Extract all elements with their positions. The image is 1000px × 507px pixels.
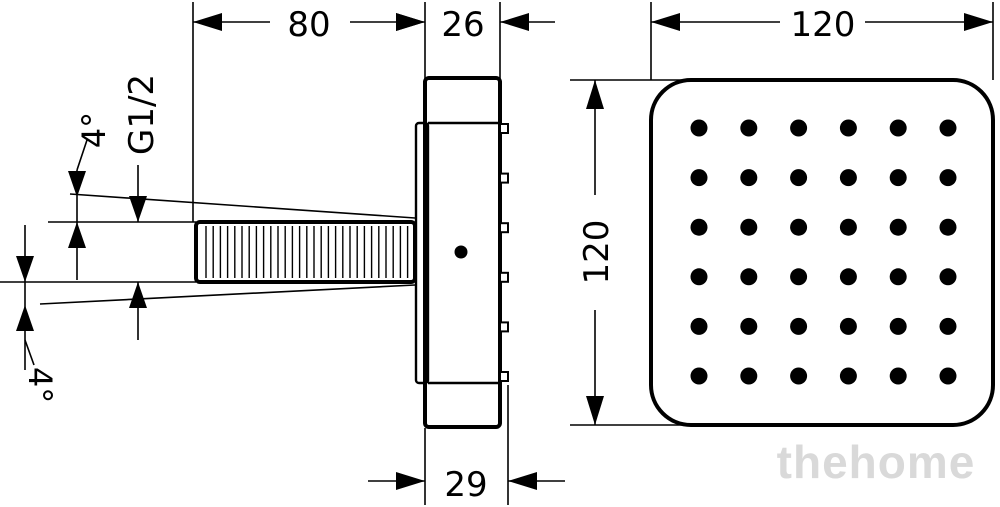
side-nozzle [499,271,509,283]
nozzle-dot [740,367,758,385]
nozzle-dot [889,367,907,385]
nozzle-dot [690,218,708,236]
side-nozzle [499,172,509,184]
nozzle-dot [939,119,957,137]
nozzle-dot [889,317,907,335]
nozzle-dot [839,367,857,385]
nozzle-dot [740,119,758,137]
nozzle-dot [690,367,708,385]
nozzle-dot [790,367,808,385]
nozzle-dot [690,169,708,187]
dimension-80-label: 80 [287,5,330,45]
dimension-26-label: 26 [441,5,484,45]
dimension-120-height-label: 120 [577,220,617,285]
angle-bottom-label: 4° [21,367,59,403]
nozzle-dot [690,317,708,335]
dimension-29: 29 [368,465,565,505]
nozzle-dot [740,169,758,187]
side-nozzle [499,123,509,134]
nozzle-dot [740,218,758,236]
nozzle-dot [889,169,907,187]
angle-top-label: 4° [75,112,113,148]
nozzle-dot [790,169,808,187]
nozzle-dot [939,218,957,236]
angle-top: 4° [68,112,113,280]
watermark: thehome [777,436,976,488]
thread-label: G1/2 [122,74,162,155]
nozzle-dot [939,169,957,187]
shower-head-face [649,78,995,427]
nozzle-dot [839,218,857,236]
nozzle-dot [889,268,907,286]
dimension-thread: G1/2 [0,74,196,340]
nozzle-dot [740,268,758,286]
side-nozzle [499,321,509,333]
nozzle-dot [790,268,808,286]
nozzle-dot [839,317,857,335]
side-nozzle [499,371,509,382]
dimension-29-label: 29 [444,465,487,505]
angle-bottom: 4° [16,225,59,403]
shower-arm [194,220,417,284]
shower-head-side [414,76,509,429]
side-view: 80 26 [0,2,565,505]
side-nozzles [499,123,509,382]
nozzle-dot [939,367,957,385]
side-nozzle [499,222,509,234]
nozzle-dot [690,268,708,286]
nozzle-grid [690,119,957,385]
nozzle-dot [740,317,758,335]
nozzle-dot [690,119,708,137]
front-view: 120 120 [570,2,995,427]
mount-screw-icon [454,245,468,259]
dimension-120-height: 120 [577,80,617,425]
nozzle-dot [939,317,957,335]
dimension-120-width-label: 120 [791,5,856,45]
nozzle-dot [839,169,857,187]
nozzle-dot [839,119,857,137]
dimension-120-width: 120 [651,5,993,45]
dimension-80: 80 [193,5,425,45]
nozzle-dot [839,268,857,286]
nozzle-dot [889,218,907,236]
arm-thread-lines [205,226,409,278]
nozzle-dot [889,119,907,137]
nozzle-dot [939,268,957,286]
dimension-26: 26 [396,5,555,45]
nozzle-dot [790,317,808,335]
nozzle-dot [790,218,808,236]
nozzle-dot [790,119,808,137]
